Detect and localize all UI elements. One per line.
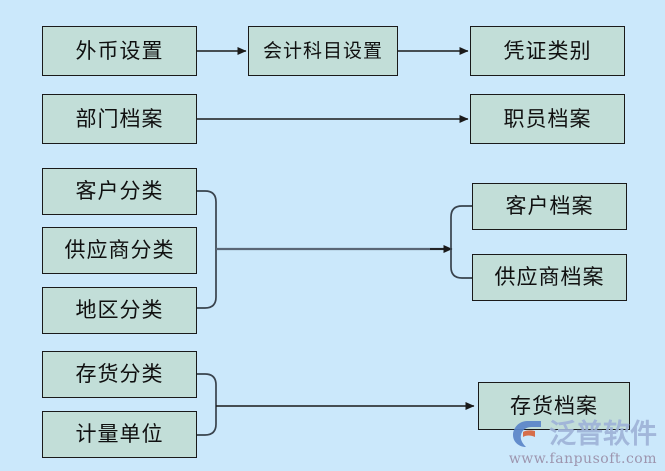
node-voucher-type[interactable]: 凭证类别	[470, 26, 625, 76]
node-measurement-unit[interactable]: 计量单位	[42, 411, 197, 458]
node-foreign-currency-settings[interactable]: 外币设置	[42, 26, 197, 76]
node-employee-archive[interactable]: 职员档案	[470, 94, 625, 144]
node-region-classification[interactable]: 地区分类	[42, 287, 197, 334]
connector-left-brace-classifications	[197, 190, 449, 309]
node-inventory-classification[interactable]: 存货分类	[42, 351, 197, 398]
connector-left-brace-inventory	[197, 373, 475, 436]
node-supplier-classification[interactable]: 供应商分类	[42, 227, 197, 274]
node-account-subject-settings[interactable]: 会计科目设置	[248, 26, 398, 76]
node-supplier-archive[interactable]: 供应商档案	[472, 254, 627, 301]
node-inventory-archive[interactable]: 存货档案	[478, 382, 630, 430]
node-customer-archive[interactable]: 客户档案	[472, 183, 627, 230]
node-department-archive[interactable]: 部门档案	[42, 94, 197, 144]
node-customer-classification[interactable]: 客户分类	[42, 168, 197, 215]
watermark-url: www.fanpusoft.com	[508, 451, 657, 467]
connector-right-brace-archives	[450, 205, 472, 279]
